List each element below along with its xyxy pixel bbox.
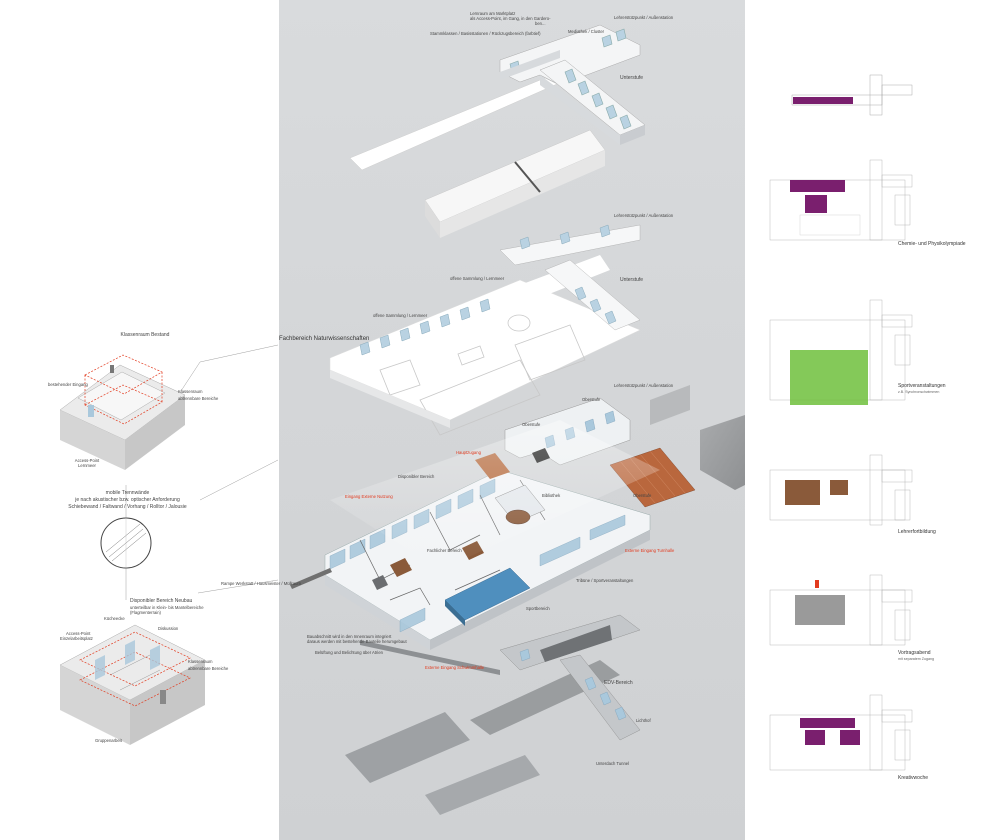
second-unterstufe-label: Unterstufe [620,277,644,283]
caption-kreativ: Kreativwoche [898,775,929,781]
offene2-label: offene Sammlung / Lernmeer [373,313,428,318]
einzelarbeit-label: Einzelarbeitsplatz [60,636,93,641]
diskussion-label: Diskussion [158,626,179,631]
klassenraum-title: Klassenraum Bestand [120,332,170,338]
dispo-title: Disponibler Bereich Neubau [130,598,193,604]
top-unterstufe-label: Unterstufe [620,75,644,81]
caption-sport-title: Sportveranstaltungen [898,383,946,389]
partition-detail-circle [100,485,152,600]
mobile-sub1: je nach akustischer bzw. optischer Anfor… [75,497,180,503]
dispo-sub1: unterteilbar in Klein- bis Mantelbereich… [130,605,204,610]
top-lehrer-label: Lehrerstützpunkt / Außenstation [614,15,674,20]
lernmeer-label: Lernmeer [78,463,96,468]
tribune-label: Tribüne / Sportveranstaltungen [576,578,634,583]
top-floor [349,24,646,238]
externe-schwimm-label: Externe Eingang Schwimmhalle [425,665,485,670]
bauabschnitt1-label: Bauabschnitt wird in den Innenraum integ… [307,634,392,639]
caption-vortrag-sub: mit separatem Zugang [898,657,934,661]
exploded-axonometry-panel [279,0,745,840]
classroom-existing-diagram [59,354,186,470]
caption-chemie: Chemie- und Physikolympiade [898,241,966,247]
hauptzugang-label: Hauptzugang [456,450,481,455]
second-lehrer-label: Lehrerstützpunkt / Außenstation [614,213,674,218]
caption-vortrag: Vortragsabend mit separatem Zugang [898,650,934,662]
caption-vortrag-title: Vortragsabend [898,650,931,656]
fachbereich-label: Fachbereich Naturwissenschaften [279,336,370,342]
caption-sport: Sportveranstaltungen z.B. Synchronschwim… [898,383,946,395]
unterdach-label: Unterdach Tunnel [596,761,630,766]
offene1-label: offene Sammlung / Lernmeer [450,276,505,281]
caption-lehrer: Lehrerfortbildung [898,529,936,535]
belueftung-label: Belüftung und Belichtung über Atrien [315,650,383,655]
abtrennbare-label: abtrennbare Bereiche [178,396,219,401]
plan-3 [769,299,913,405]
access-label: als Access-Point, im Gang, in den Garder… [470,16,551,21]
sport-label: Sportbereich [526,606,550,611]
klassenraum2-label: Klassenraum [178,389,203,394]
oberstufe3-label: Oberstufe [633,493,652,498]
leader-lines [161,344,279,594]
oberstufe-label: Oberstufe [582,397,601,402]
eingang-bel-label: Eingang Externe Nutzung [345,494,393,499]
plan-5 [769,574,913,646]
access-point2-label: Access-Point [66,631,91,636]
oberstufe2-label: Oberstufe [522,422,541,427]
dispo-sub2: (Flagmenterrain) [130,610,161,615]
lernraum-label: Lernraum am Marktplatz [470,11,516,16]
stammklassen-label: Stammklassen / Basisstationen / Rückzugs… [430,31,541,36]
access-point-label: Access-Point [74,458,100,463]
abtrennbare2-label: abtrennbare Bereiche [188,666,229,671]
externe-turnhalle-label: Externe Eingang Turnhalle [625,548,675,553]
plan-1 [791,74,913,116]
second-floor [329,224,641,436]
plan-4 [769,454,913,526]
disposable-area-diagram [59,624,206,745]
bauabschnitt2-label: daraus werden mit bestehende Bauteile he… [307,639,407,644]
gruppenarbeit-label: Gruppenarbeit [95,738,122,743]
plan-2 [769,159,913,241]
edv-label: EDV-Bereich [604,680,633,686]
plan-6 [769,694,913,771]
mediathek-label: Mediathek / Cluster [568,29,605,34]
rampe-label: Rampe Werkstatt / Hausmeister / Müllraum [221,581,301,586]
caption-sport-sub: z.B. Synchronschwimmen [898,390,940,394]
lichthof-label: Lichthof [636,718,651,723]
basement [345,614,641,815]
kueche-label: Kücheecke [104,616,125,621]
ground-floor [290,385,745,650]
bibliothek-label: Bibliothek [542,493,561,498]
mobile-title: mobile Trennwände [105,490,150,496]
klassenraum3-label: Klassenraum [188,659,213,664]
ground-lehrer-label: Lehrerstützpunkt / Außenstation [614,383,674,388]
lernplatz-label: bestehender Eingang [48,382,88,387]
ben-label: ben... [535,21,546,26]
mobile-sub2: Schiebewand / Faltwand / Vorhang / Rollt… [68,504,187,510]
disponibler-label: Disponibler Bereich [398,474,435,479]
fachbereich-ground-label: Fachlicher Bereich [427,548,462,553]
